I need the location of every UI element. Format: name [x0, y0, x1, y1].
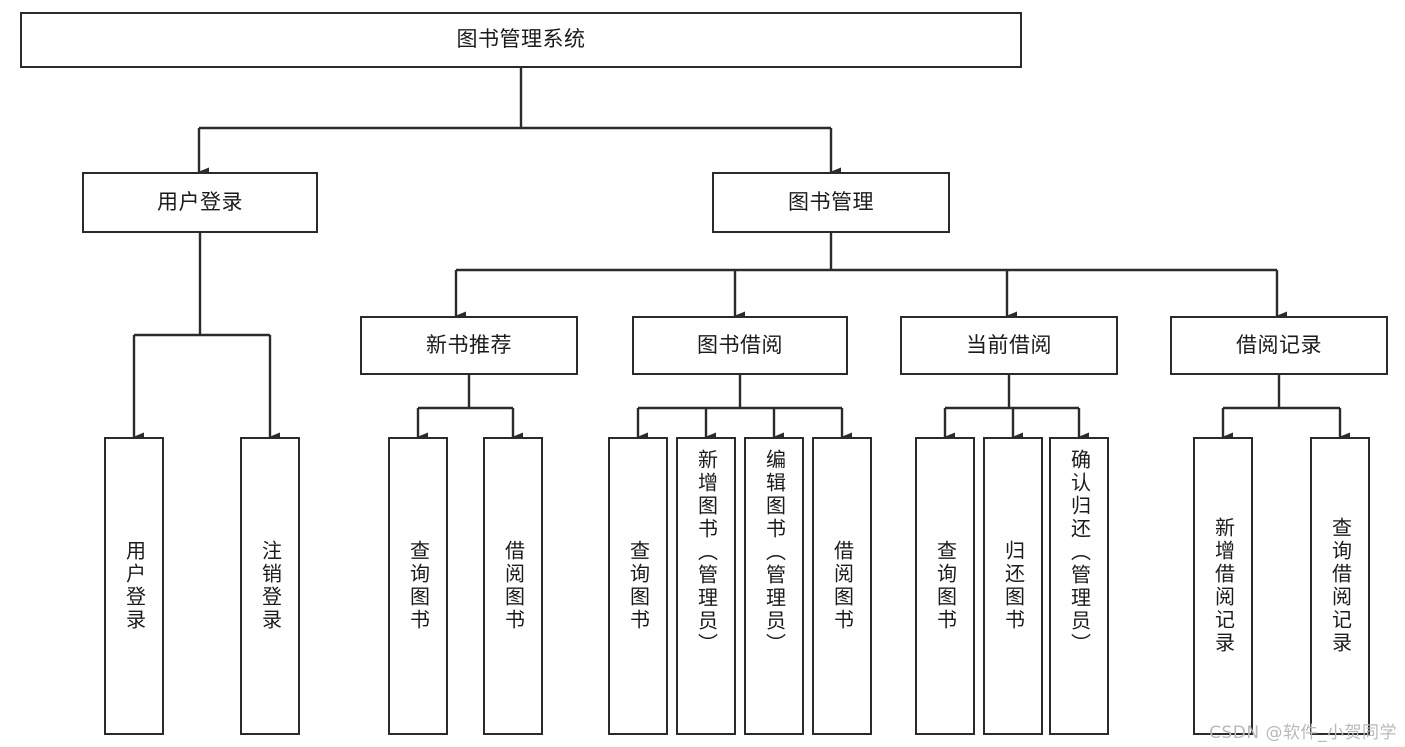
- node-label-leaf-query-book-1: 查询图书: [406, 540, 431, 632]
- node-label-book-manage: 图书管理: [788, 189, 874, 214]
- node-leaf-return-book: 归还图书: [983, 437, 1043, 735]
- node-label-root: 图书管理系统: [456, 27, 586, 52]
- node-leaf-edit-book: 编辑图书（管理员）: [744, 437, 804, 735]
- node-label-leaf-edit-book: 编辑图书（管理员）: [762, 449, 787, 656]
- node-label-leaf-add-record: 新增借阅记录: [1211, 517, 1236, 655]
- node-label-leaf-query-book-2: 查询图书: [626, 540, 651, 632]
- node-leaf-borrow-book-1: 借阅图书: [483, 437, 543, 735]
- node-new-book-recommend: 新书推荐: [360, 316, 578, 375]
- node-label-leaf-borrow-book-2: 借阅图书: [830, 540, 855, 632]
- node-borrow-record: 借阅记录: [1170, 316, 1388, 375]
- node-leaf-add-book: 新增图书（管理员）: [676, 437, 736, 735]
- node-leaf-query-book-3: 查询图书: [915, 437, 975, 735]
- node-label-leaf-query-book-3: 查询图书: [933, 540, 958, 632]
- node-label-leaf-confirm-return: 确认归还（管理员）: [1067, 449, 1092, 656]
- node-label-leaf-user-login: 用户登录: [122, 540, 147, 632]
- node-root: 图书管理系统: [20, 12, 1022, 68]
- node-leaf-confirm-return: 确认归还（管理员）: [1049, 437, 1109, 735]
- node-leaf-add-record: 新增借阅记录: [1193, 437, 1253, 735]
- node-leaf-query-book-2: 查询图书: [608, 437, 668, 735]
- node-label-current-borrow: 当前借阅: [966, 332, 1052, 357]
- node-label-leaf-return-book: 归还图书: [1001, 540, 1026, 632]
- node-leaf-logout: 注销登录: [240, 437, 300, 735]
- watermark-label: CSDN @软件_小贺同学: [1209, 723, 1397, 743]
- node-current-borrow: 当前借阅: [900, 316, 1118, 375]
- node-book-borrow: 图书借阅: [632, 316, 848, 375]
- node-label-user-login: 用户登录: [157, 189, 243, 214]
- node-book-manage: 图书管理: [712, 172, 950, 233]
- node-user-login: 用户登录: [82, 172, 318, 233]
- node-label-leaf-query-record: 查询借阅记录: [1328, 517, 1353, 655]
- connector-group: [132, 68, 1350, 442]
- node-label-new-book-recommend: 新书推荐: [426, 332, 512, 357]
- node-leaf-query-record: 查询借阅记录: [1310, 437, 1370, 735]
- node-leaf-borrow-book-2: 借阅图书: [812, 437, 872, 735]
- node-label-book-borrow: 图书借阅: [697, 332, 783, 357]
- node-label-leaf-logout: 注销登录: [258, 540, 283, 632]
- node-label-leaf-borrow-book-1: 借阅图书: [501, 540, 526, 632]
- node-label-leaf-add-book: 新增图书（管理员）: [694, 449, 719, 656]
- node-leaf-user-login: 用户登录: [104, 437, 164, 735]
- node-label-borrow-record: 借阅记录: [1236, 332, 1322, 357]
- node-leaf-query-book-1: 查询图书: [388, 437, 448, 735]
